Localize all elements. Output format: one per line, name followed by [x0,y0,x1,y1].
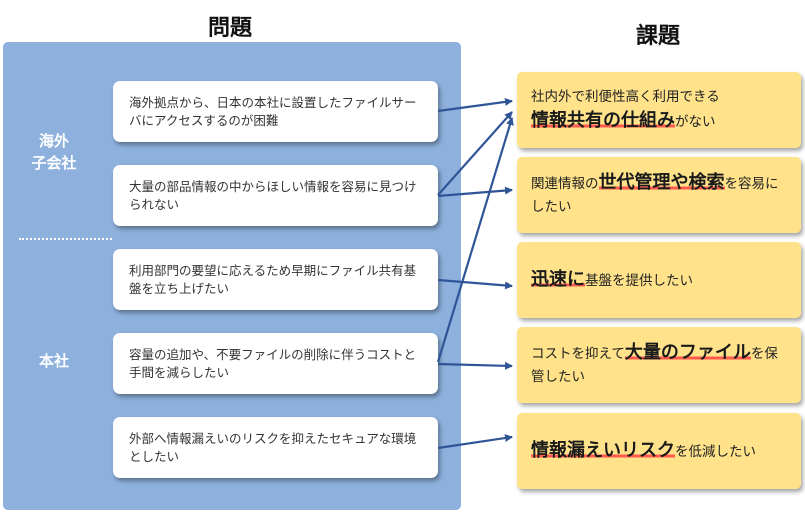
group-label-overseas-subsidiary: 海外 子会社 [14,130,94,174]
arrow-problem4-to-issue1 [436,117,514,363]
arrow-problem4-to-issue4 [437,361,513,370]
group-divider [19,238,112,240]
issue-text-em-5: 情報漏えいリスク [531,439,675,461]
issue-text-pre-2: 関連情報の [531,176,599,192]
problem-text-3: 利用部門の要望に応えるため早期にファイル共有基盤を立ち上げたい [129,262,417,296]
problem-text-5: 外部へ情報漏えいのリスクを抑えたセキュアな環境としたい [129,430,417,464]
arrow-problem1-to-issue1 [437,97,513,113]
issue-text-em-1: 情報共有の仕組み [531,110,675,131]
issue-box-3: 迅速に基盤を提供したい [517,242,801,318]
issue-text-em-3: 迅速に [531,268,585,290]
problem-box-2: 大量の部品情報の中からほしい情報を容易に見つけられない [113,165,438,226]
issue-text-post-2: を容易にしたい [531,176,779,215]
problem-box-1: 海外拠点から、日本の本社に設置したファイルサーバにアクセスするのが困難 [113,81,438,142]
problem-text-1: 海外拠点から、日本の本社に設置したファイルサーバにアクセスするのが困難 [129,94,417,128]
problem-box-4: 容量の追加や、不要ファイルの削除に伴うコストと手間を減らしたい [113,333,438,394]
arrow-problem5-to-issue5 [437,434,513,450]
group-label-headquarters: 本社 [38,352,69,370]
issue-box-1: 社内外で利便性高く利用できる情報共有の仕組みがない [517,72,801,148]
issue-text-em-4: 大量のファイル [624,342,751,363]
problem-text-4: 容量の追加や、不要ファイルの削除に伴うコストと手間を減らしたい [129,346,417,380]
issue-text-em-2: 世代管理や検索 [598,172,725,193]
arrow-problem2-to-issue2 [437,186,513,198]
issue-text-post-3: 基盤を提供したい [585,272,693,289]
arrow-problem3-to-issue3 [437,278,513,290]
issue-text-pre-4: コストを抑えて [531,346,625,362]
group-label-overseas-line2: 子会社 [31,154,77,172]
group-label-overseas-line1: 海外 [38,132,69,150]
issue-text-post-5: を低減したい [675,443,756,460]
issues-heading: 課題 [635,24,680,49]
issue-text-pre-1: 社内外で利便性高く利用できる [531,89,720,105]
issue-text-post-1: がない [675,114,716,130]
issue-box-5: 情報漏えいリスクを低減したい [517,413,801,489]
problem-box-5: 外部へ情報漏えいのリスクを抑えたセキュアな環境としたい [113,417,438,478]
problems-heading: 問題 [207,16,252,41]
issue-box-2: 関連情報の世代管理や検索を容易にしたい [517,157,801,233]
arrow-problem2-to-issue1 [437,111,513,196]
issue-text-post-4: を保管したい [531,346,778,385]
problem-text-2: 大量の部品情報の中からほしい情報を容易に見つけられない [129,178,417,212]
issue-box-4: コストを抑えて大量のファイルを保管したい [517,327,801,403]
problem-box-3: 利用部門の要望に応えるため早期にファイル共有基盤を立ち上げたい [113,249,438,310]
